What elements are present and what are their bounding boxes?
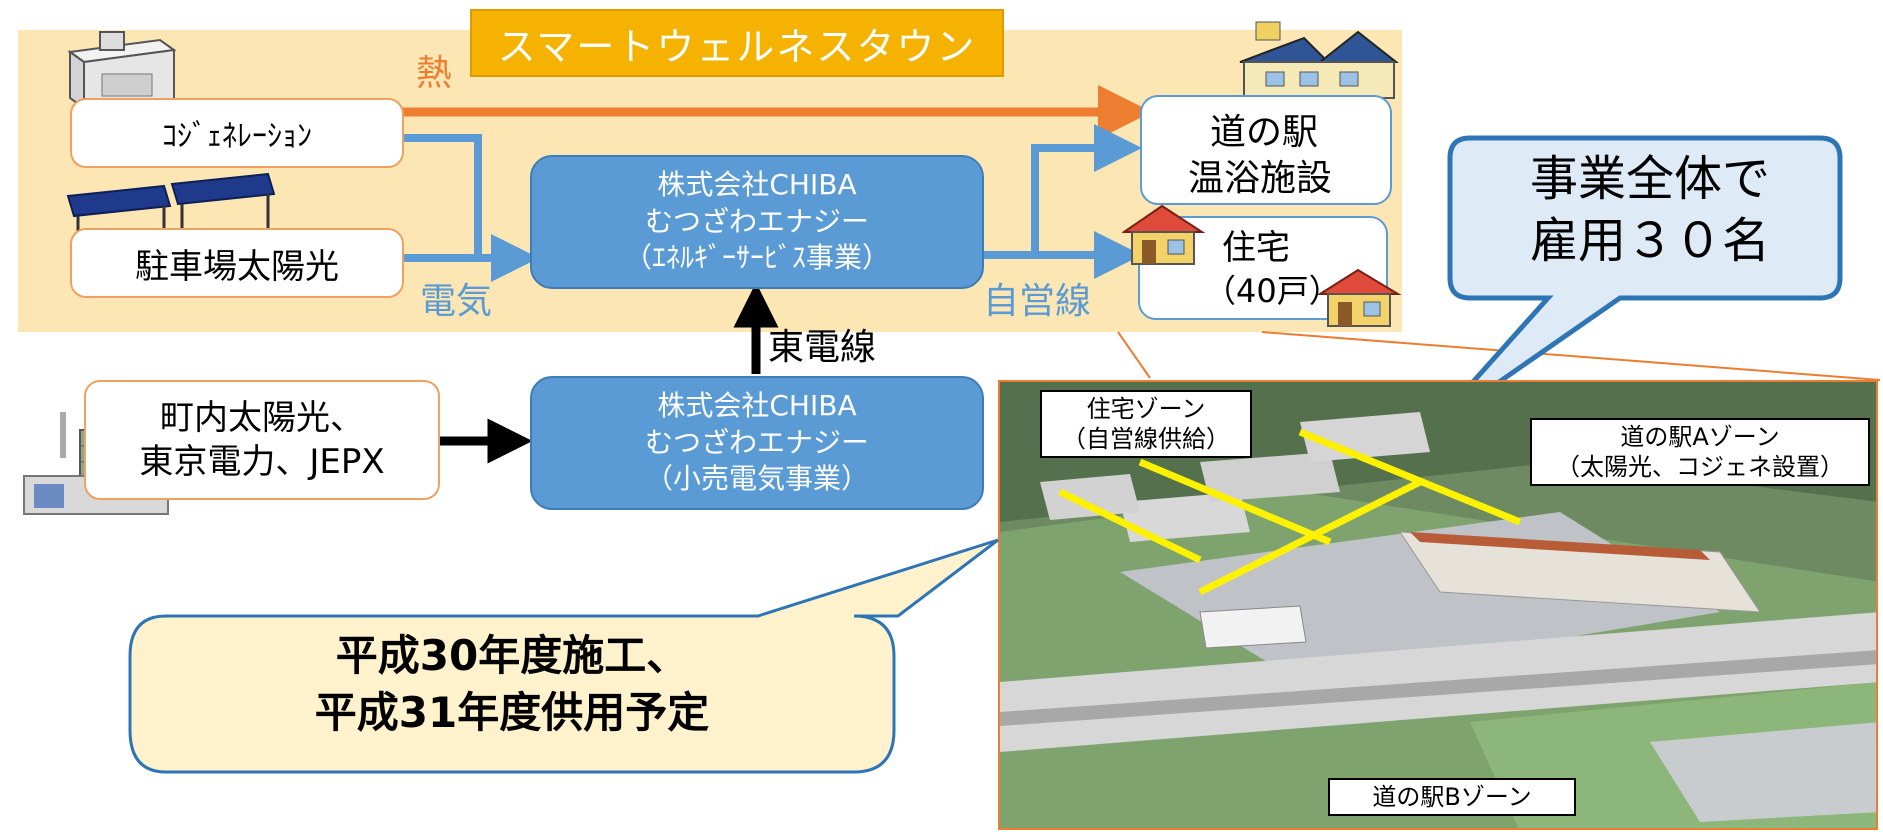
roadside-station-box: 道の駅 温浴施設	[1140, 95, 1392, 205]
retail-company-brand: むつざわエナジー	[644, 425, 869, 459]
housing-zone-title: 住宅ゾーン	[1086, 395, 1206, 423]
solar-carport-icon	[66, 172, 276, 240]
bath-facility-label: 温浴施設	[1188, 158, 1333, 199]
banner-title: スマートウェルネスタウン	[470, 9, 1004, 77]
station-b-zone-label: 道の駅Bゾーン	[1328, 778, 1576, 816]
schedule-callout-text: 平成30年度施工、 平成31年度供用予定	[132, 628, 892, 741]
town-solar-label: 町内太陽光、	[160, 397, 364, 438]
station-a-zone-label: 道の駅Aゾーン （太陽光、コジェネ設置）	[1530, 418, 1870, 486]
schedule-construction: 平成30年度施工、	[335, 631, 689, 680]
schedule-opening: 平成31年度供用予定	[314, 687, 710, 737]
energy-service-brand: むつざわエナジー	[644, 204, 869, 238]
heat-label: 熱	[416, 53, 453, 94]
parking-solar-label: 駐車場太陽光	[135, 246, 339, 287]
retail-company-name: 株式会社CHIBA	[657, 389, 857, 423]
employment-line2: 雇用３０名	[1529, 213, 1770, 270]
housing-zone-note: （自営線供給）	[1062, 425, 1230, 453]
housing-label: 住宅	[1222, 228, 1290, 268]
tepco-line-label: 東電線	[768, 327, 877, 368]
employment-callout-text: 事業全体で 雇用３０名	[1480, 148, 1820, 273]
retail-company-box: 株式会社CHIBA むつざわエナジー （小売電気事業）	[530, 376, 984, 510]
energy-service-name: 株式会社CHIBA	[657, 168, 857, 202]
schedule-callout-bubble	[128, 538, 999, 774]
cogeneration-box: ｺｼﾞｪﾈﾚｰｼｮﾝ	[70, 98, 404, 168]
station-arrow	[983, 124, 1142, 259]
housing-count-label: （40戸）	[1204, 272, 1341, 310]
station-label: 道の駅	[1210, 112, 1319, 153]
private-line-label: 自営線	[983, 281, 1092, 322]
house-icon	[1318, 268, 1402, 327]
energy-service-business: （ｴﾈﾙｷﾞｰｻｰﾋﾞｽ事業）	[623, 241, 890, 275]
cogeneration-unit-icon	[67, 31, 177, 110]
tepco-jepx-label: 東京電力、JEPX	[139, 442, 385, 482]
cogeneration-label: ｺｼﾞｪﾈﾚｰｼｮﾝ	[162, 119, 312, 154]
town-supply-box: 町内太陽光、 東京電力、JEPX	[84, 380, 440, 500]
house-icon	[1122, 204, 1206, 265]
electricity-label: 電気	[420, 281, 493, 322]
retail-business-label: （小売電気事業）	[644, 462, 869, 496]
site-rendering-frame: 住宅ゾーン （自営線供給） 道の駅Aゾーン （太陽光、コジェネ設置） 道の駅Bゾ…	[998, 380, 1878, 830]
housing-zone-label: 住宅ゾーン （自営線供給）	[1040, 390, 1252, 458]
roadside-station-icon	[1239, 21, 1399, 99]
parking-solar-box: 駐車場太陽光	[70, 228, 404, 298]
employment-callout-bubble	[1428, 135, 1843, 433]
energy-service-company-box: 株式会社CHIBA むつざわエナジー （ｴﾈﾙｷﾞｰｻｰﾋﾞｽ事業）	[530, 155, 984, 289]
station-a-zone-note: （太陽光、コジェネ設置）	[1556, 453, 1844, 481]
station-a-zone-title: 道の駅Aゾーン	[1620, 423, 1780, 451]
cogen-electric-line	[402, 134, 482, 258]
employment-line1: 事業全体で	[1529, 151, 1770, 207]
